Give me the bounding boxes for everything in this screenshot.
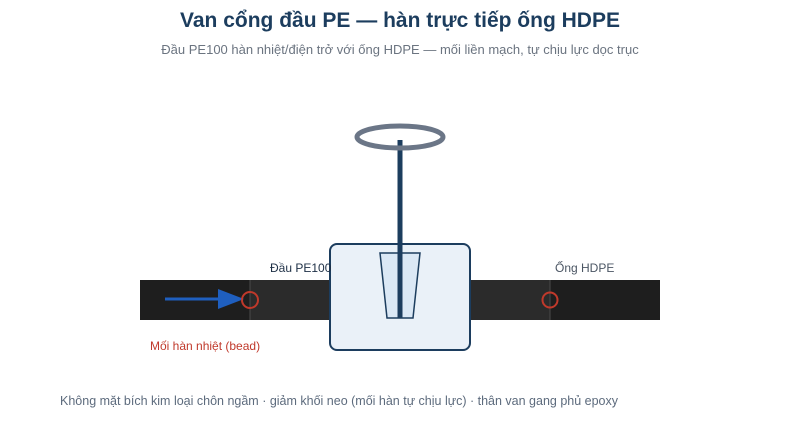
- label-pe100-spigot: Đầu PE100: [270, 261, 332, 275]
- page-title: Van cổng đầu PE — hàn trực tiếp ống HDPE: [180, 9, 620, 32]
- hdpe-pipe-right: [550, 280, 660, 320]
- footnote: Không mặt bích kim loại chôn ngầm · giảm…: [60, 394, 619, 408]
- handwheel-icon: [354, 123, 446, 151]
- label-hdpe-pipe: Ống HDPE: [555, 261, 615, 275]
- arrow-right-icon: [165, 289, 244, 309]
- weld-bead-left-icon: [241, 291, 259, 309]
- pe100-spigot-right: [470, 280, 550, 320]
- pe100-spigot-left: [250, 280, 330, 320]
- weld-bead-right-icon: [541, 291, 559, 309]
- label-weld-bead: Mối hàn nhiệt (bead): [150, 339, 261, 353]
- page-subtitle: Đầu PE100 hàn nhiệt/điện trở với ống HDP…: [161, 42, 639, 57]
